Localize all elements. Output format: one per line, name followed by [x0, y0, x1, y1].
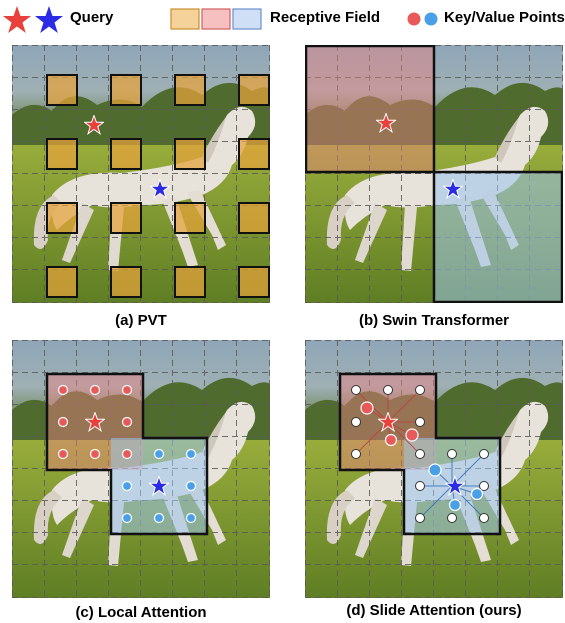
slide-white-points [351, 385, 489, 523]
key-value-points-icon [407, 12, 438, 26]
legend: Query Receptive Field Key/Value Points [0, 0, 565, 40]
query-red-star-icon [3, 6, 31, 33]
local-red-points [57, 384, 133, 460]
slide-field-outline [338, 372, 502, 536]
legend-key-value-label: Key/Value Points [444, 9, 565, 26]
legend-query-label: Query [70, 9, 114, 26]
panel-swin [305, 45, 563, 303]
legend-receptive-field-label: Receptive Field [270, 9, 381, 26]
panel-pvt [12, 45, 270, 303]
local-field-outline [45, 372, 209, 536]
panel-pvt-figure [12, 45, 270, 303]
swin-window-red [305, 45, 436, 174]
panel-local-figure [12, 340, 270, 598]
caption-local-attention: (c) Local Attention [75, 604, 207, 621]
caption-pvt: (a) PVT [115, 312, 167, 329]
query-blue-star-icon [35, 6, 63, 33]
blue-field-swatch [232, 8, 262, 30]
slide-blue-points [428, 463, 484, 512]
pink-field-swatch [201, 8, 231, 30]
slide-red-points [360, 401, 419, 447]
caption-slide-attention: (d) Slide Attention (ours) [346, 602, 522, 619]
panel-local-attention [12, 340, 270, 598]
panel-slide-attention [305, 340, 563, 598]
caption-swin: (b) Swin Transformer [358, 312, 510, 329]
local-blue-points [121, 448, 197, 524]
panel-slide-figure [305, 340, 563, 598]
panel-swin-figure [305, 45, 563, 303]
receptive-field-swatches [170, 8, 262, 30]
pvt-receptive-fields [46, 74, 270, 298]
orange-field-swatch [170, 8, 200, 30]
